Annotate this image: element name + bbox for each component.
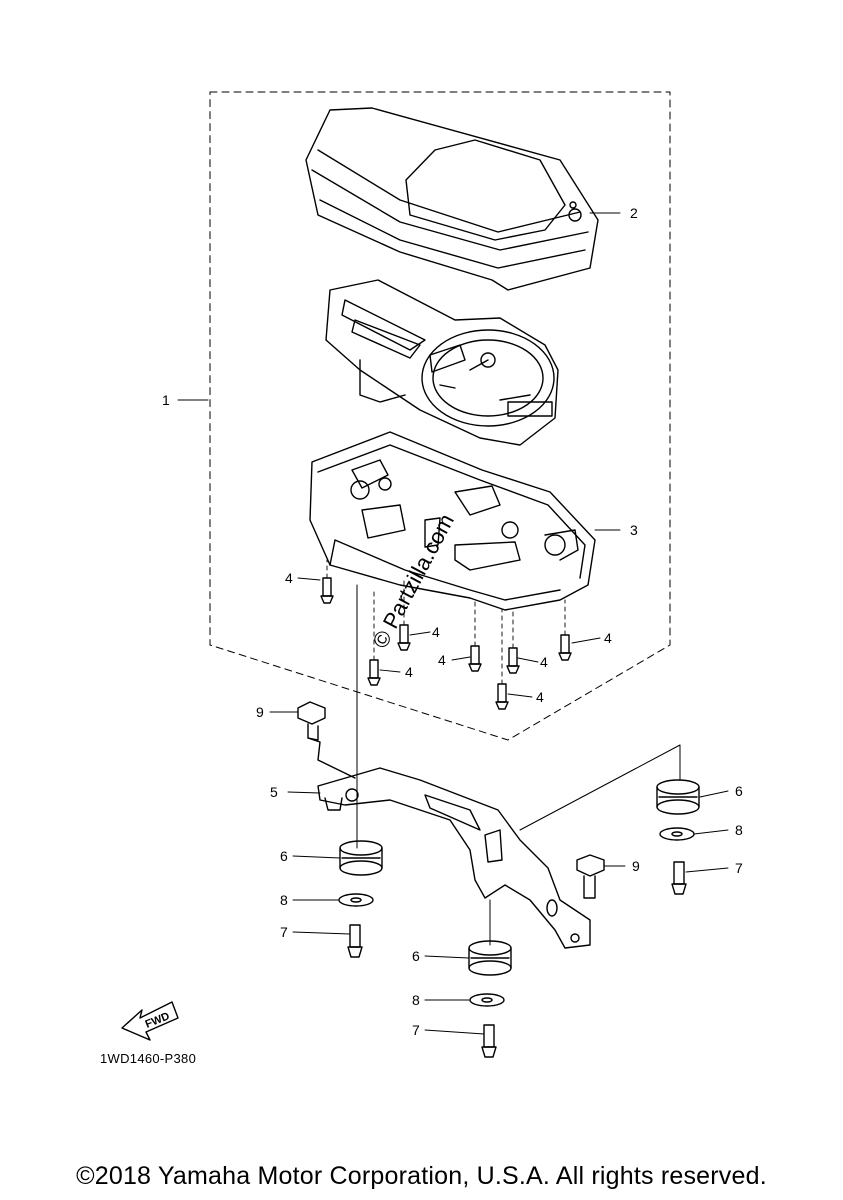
callout-6: 6: [280, 848, 288, 864]
washer-8: [469, 993, 505, 1007]
callout-8: 8: [412, 992, 420, 1008]
screw-7: [347, 924, 363, 958]
screw-4-group: [320, 577, 572, 710]
diagram-code: 1WD1460-P380: [100, 1051, 196, 1066]
callout-6: 6: [412, 948, 420, 964]
grommet-6: [468, 940, 512, 976]
bolt-9-right: [576, 854, 605, 899]
screw-4: [397, 624, 411, 651]
meter-cover: [305, 107, 599, 291]
callout-6: 6: [735, 783, 743, 799]
screw-4: [468, 645, 482, 672]
callout-8: 8: [280, 892, 288, 908]
screw-4: [320, 577, 334, 604]
callout-4: 4: [285, 570, 293, 586]
callout-1: 1: [162, 392, 170, 408]
callout-4: 4: [604, 630, 612, 646]
meter-inner-panel: [325, 279, 559, 446]
copyright-text: ©2018 Yamaha Motor Corporation, U.S.A. A…: [76, 1162, 767, 1190]
fwd-arrow-icon: [121, 1001, 179, 1041]
leader-lines: [177, 212, 729, 1035]
callout-9: 9: [256, 704, 264, 720]
callout-7: 7: [735, 860, 743, 876]
washer-8: [338, 893, 374, 907]
assembly-boundary: [209, 91, 671, 741]
callout-5: 5: [270, 784, 278, 800]
screw-7: [481, 1024, 497, 1058]
callout-7: 7: [280, 924, 288, 940]
screw-7: [671, 861, 687, 895]
washer-8: [659, 827, 695, 841]
callout-4: 4: [432, 624, 440, 640]
screw-4: [367, 659, 381, 686]
meter-lower-case: [309, 431, 596, 611]
callout-4: 4: [438, 652, 446, 668]
meter-bracket: [317, 767, 591, 949]
callout-4: 4: [540, 654, 548, 670]
screw-4: [495, 683, 509, 710]
screw-4: [558, 634, 572, 661]
callout-4: 4: [405, 664, 413, 680]
callout-3: 3: [630, 522, 638, 538]
watermark-text: © Partzilla.com: [367, 510, 459, 653]
grommet-6: [656, 779, 700, 815]
callout-7: 7: [412, 1022, 420, 1038]
callout-2: 2: [630, 205, 638, 221]
callout-4: 4: [536, 689, 544, 705]
grommet-6: [339, 840, 383, 876]
bolt-9-left: [297, 701, 356, 779]
callout-8: 8: [735, 822, 743, 838]
screw-4: [506, 647, 520, 674]
callout-9: 9: [632, 858, 640, 874]
